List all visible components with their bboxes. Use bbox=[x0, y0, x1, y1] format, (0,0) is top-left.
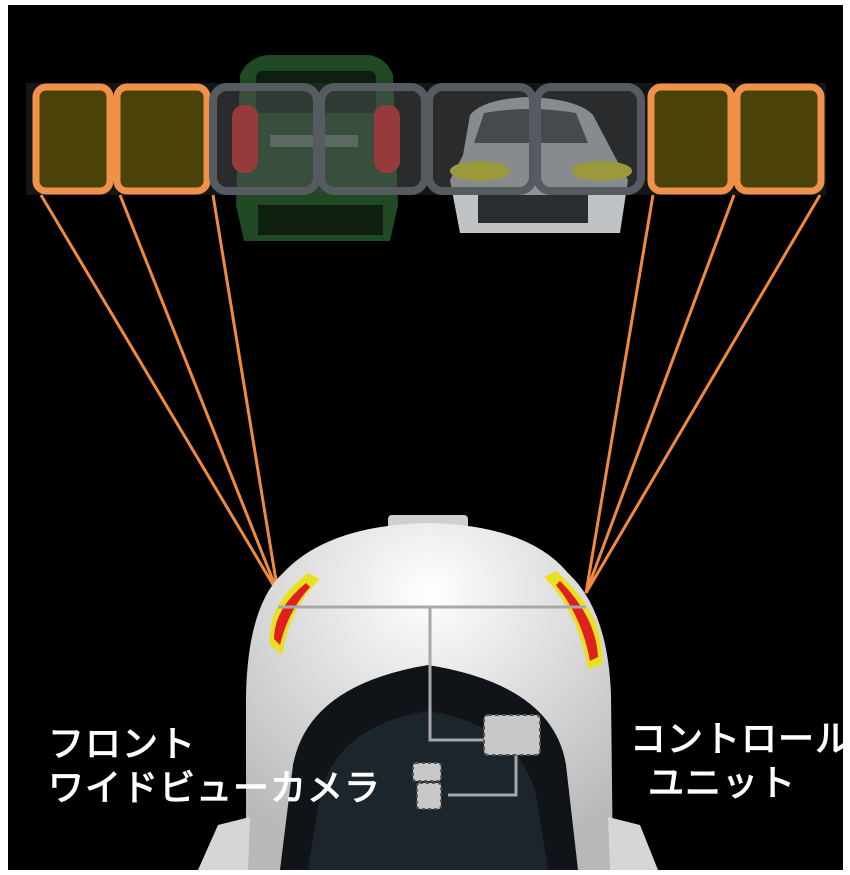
left-headlamp bbox=[269, 573, 320, 655]
segment-2 bbox=[113, 83, 211, 195]
beam-lines bbox=[39, 194, 822, 594]
segment-3 bbox=[209, 83, 321, 195]
camera-icon bbox=[412, 762, 442, 810]
control-unit-label: コントロール ユニット bbox=[630, 718, 843, 806]
diagram-canvas: フロント ワイドビューカメラ コントロール ユニット bbox=[8, 5, 843, 870]
left-headlight bbox=[450, 161, 510, 181]
right-headlight bbox=[572, 161, 632, 181]
segment-8 bbox=[733, 83, 825, 195]
control-unit-label-line2: ユニット bbox=[648, 763, 797, 804]
segment-6 bbox=[533, 83, 645, 195]
segment-7 bbox=[647, 83, 735, 195]
left-brake-light bbox=[232, 105, 258, 173]
segment-1 bbox=[32, 83, 114, 195]
wiring bbox=[278, 605, 586, 797]
front-camera-label-line2: ワイドビューカメラ bbox=[48, 768, 382, 809]
beam-line bbox=[584, 194, 822, 594]
right-headlamp bbox=[544, 571, 603, 669]
beam-line bbox=[39, 194, 280, 594]
control-unit-icon bbox=[483, 714, 541, 756]
front-camera-label: フロント ワイドビューカメラ bbox=[48, 723, 381, 811]
right-brake-light bbox=[374, 105, 400, 173]
segment-4 bbox=[317, 83, 429, 195]
beam-line bbox=[118, 194, 280, 594]
segment-5 bbox=[425, 83, 537, 195]
control-unit-label-line1: コントロール bbox=[630, 719, 843, 760]
beam-line bbox=[211, 194, 280, 594]
beam-line bbox=[584, 194, 655, 594]
front-camera-label-line1: フロント bbox=[48, 724, 197, 765]
beam-line bbox=[584, 194, 736, 594]
diagram-svg bbox=[26, 55, 826, 870]
light-segment-array bbox=[26, 83, 826, 195]
